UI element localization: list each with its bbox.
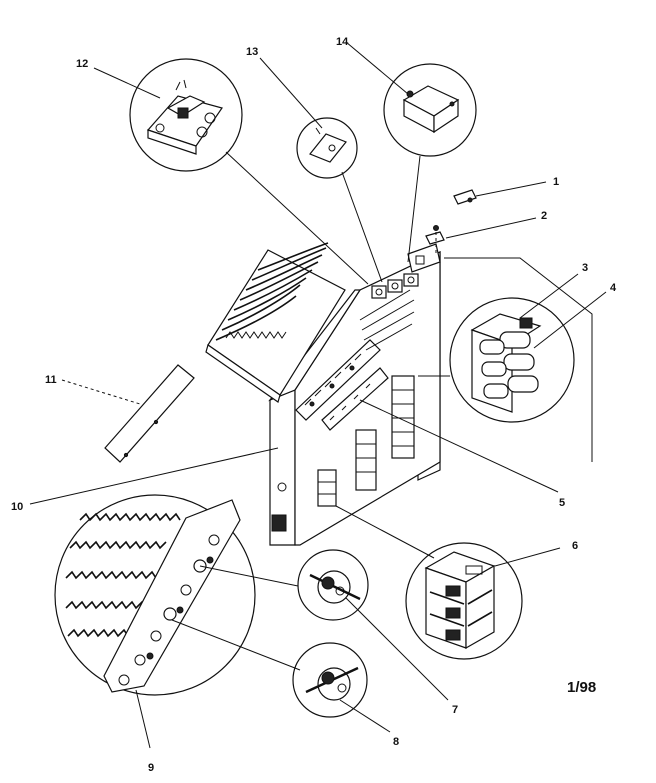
callout-6: 6 <box>572 540 578 552</box>
part-11-bracket <box>104 364 195 463</box>
part-1-clip <box>453 189 477 205</box>
top-relays <box>359 273 419 351</box>
detail-7-limit-switch <box>297 549 369 621</box>
callout-12: 12 <box>76 58 88 70</box>
detail-13-component <box>296 117 358 179</box>
detail-9-heater-elements <box>54 494 256 696</box>
callout-7: 7 <box>452 704 458 716</box>
callout-11: 11 <box>45 374 57 386</box>
callout-2: 2 <box>541 210 547 222</box>
heater-element-block <box>205 242 346 403</box>
date-code: 1/98 <box>567 679 596 696</box>
detail-6-terminal-block <box>405 542 523 660</box>
callout-3: 3 <box>582 262 588 274</box>
callout-14: 14 <box>336 36 349 48</box>
callout-labels: 1 2 3 4 5 6 7 8 9 10 11 12 13 14 <box>11 36 617 774</box>
callout-1: 1 <box>553 176 559 188</box>
callout-8: 8 <box>393 736 399 748</box>
leader-lines <box>29 41 607 749</box>
detail-12-relay <box>129 58 243 172</box>
detail-14-switch <box>383 63 477 157</box>
terminal-strip-panel <box>295 339 389 431</box>
detail-3-4-fuse-holder <box>449 297 575 423</box>
fuse-block-columns <box>317 375 415 507</box>
callout-10: 10 <box>11 501 23 513</box>
part-2-screw <box>425 225 445 245</box>
callout-9: 9 <box>148 762 154 774</box>
callout-13: 13 <box>246 46 258 58</box>
callout-5: 5 <box>559 497 565 509</box>
callout-4: 4 <box>610 282 617 294</box>
detail-8-limit-switch <box>292 642 368 718</box>
